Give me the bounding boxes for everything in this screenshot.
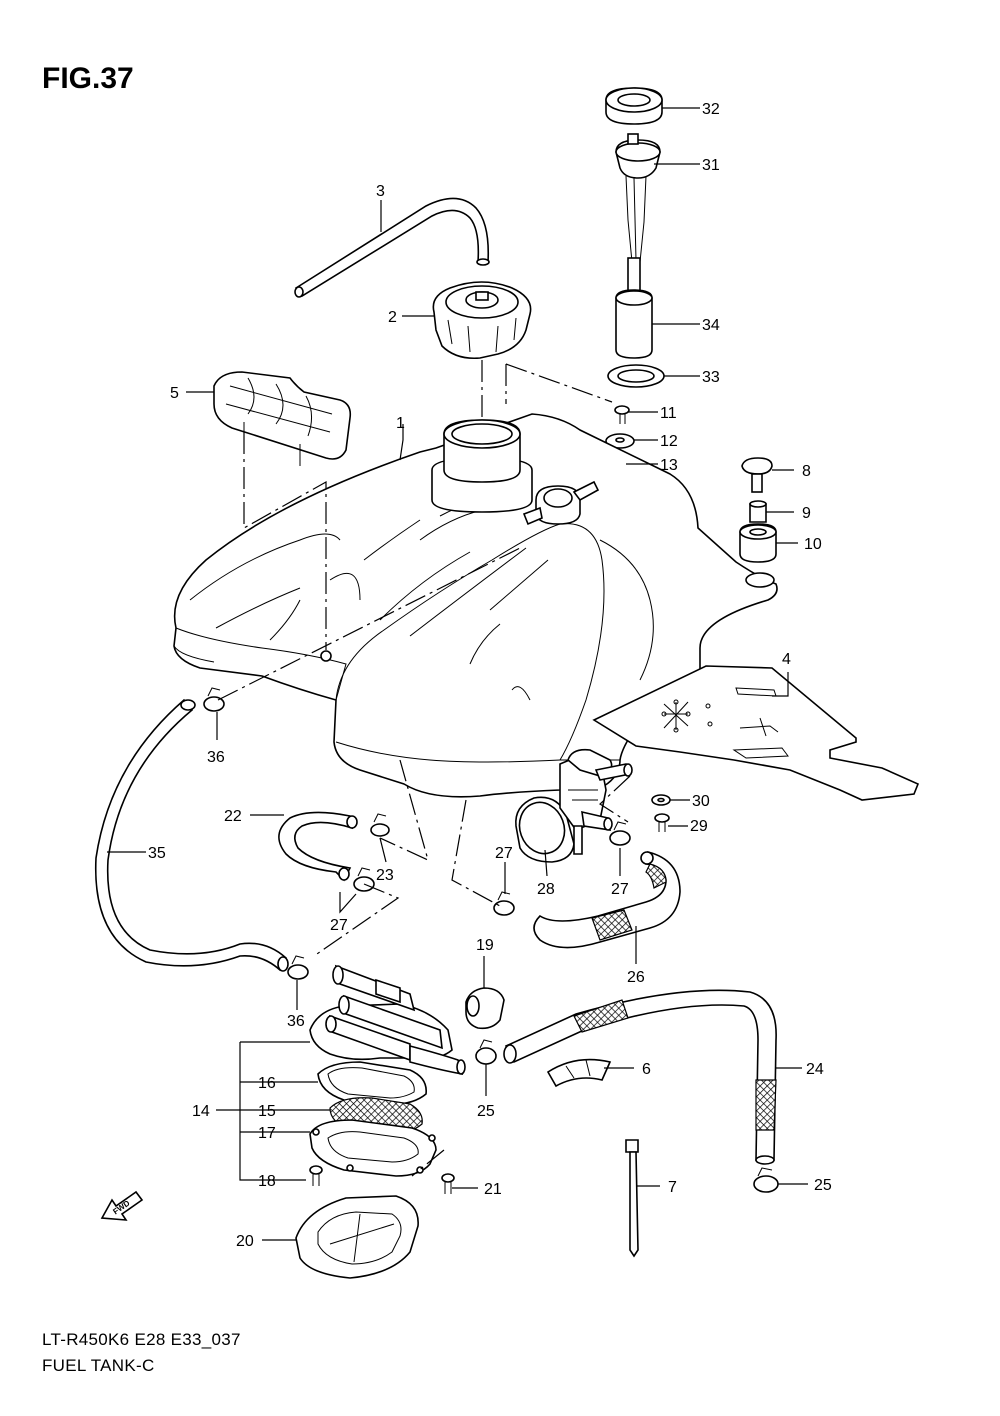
part-9-collar — [749, 500, 767, 523]
callout-29: 29 — [690, 818, 708, 835]
part-26-hose — [533, 851, 681, 949]
part-30-washer — [651, 794, 671, 806]
callout-16: 16 — [258, 1075, 276, 1092]
callout-1: 1 — [396, 415, 405, 432]
part-18-screw — [309, 1165, 323, 1186]
part-7-cable-tie — [625, 1139, 639, 1258]
callout-20: 20 — [236, 1233, 254, 1250]
callout-14: 14 — [192, 1103, 210, 1120]
part-29-screw — [654, 813, 670, 832]
callout-33: 33 — [702, 369, 720, 386]
callout-25-left: 25 — [477, 1103, 495, 1120]
part-27-clamp-left — [353, 867, 375, 892]
leader-lines — [107, 107, 808, 1241]
part-36-clamp-upper — [203, 687, 225, 712]
part-34-float — [615, 289, 653, 359]
callout-18: 18 — [258, 1173, 276, 1190]
part-3-breather-hose — [294, 197, 490, 298]
callout-26: 26 — [627, 969, 645, 986]
part-12-washer — [605, 433, 635, 449]
phantom-lines — [217, 360, 631, 1177]
callout-36-upper: 36 — [207, 749, 225, 766]
callout-27-right: 27 — [611, 881, 629, 898]
callout-3: 3 — [376, 183, 385, 200]
callout-12: 12 — [660, 433, 678, 450]
part-28-fuel-valve — [515, 748, 633, 863]
part-35-hose — [94, 698, 289, 972]
part-32-seal-ring — [605, 87, 663, 125]
callout-21: 21 — [484, 1181, 502, 1198]
part-27-clamp-right — [609, 821, 631, 846]
part-2-fuel-cap — [432, 281, 532, 360]
part-31-fuel-level-sender — [615, 133, 661, 299]
callout-8: 8 — [802, 463, 811, 480]
part-33-gasket — [607, 364, 665, 388]
figure-title: FIG.37 — [42, 62, 134, 95]
callout-15: 15 — [258, 1103, 276, 1120]
callout-4: 4 — [782, 651, 791, 668]
part-27-clamp-mid — [493, 891, 515, 916]
callout-19: 19 — [476, 937, 494, 954]
fwd-arrow-icon — [100, 1190, 144, 1221]
part-10-grommet — [739, 523, 777, 563]
callout-7: 7 — [668, 1179, 677, 1196]
part-24-fuel-hose — [503, 989, 777, 1165]
part-5-pad — [213, 371, 352, 466]
callout-32: 32 — [702, 101, 720, 118]
callout-30: 30 — [692, 793, 710, 810]
part-16-gasket — [317, 1061, 427, 1105]
part-21-screw — [441, 1173, 455, 1194]
callout-6: 6 — [642, 1061, 651, 1078]
callout-labels: 1 2 3 4 5 6 7 8 9 10 11 12 13 14 15 16 1… — [148, 101, 832, 1250]
callout-27-mid: 27 — [495, 845, 513, 862]
part-23-clamp — [370, 813, 390, 837]
callout-10: 10 — [804, 536, 822, 553]
callout-17: 17 — [258, 1125, 276, 1142]
callout-2: 2 — [388, 309, 397, 326]
part-1-fuel-tank — [173, 413, 778, 798]
callout-11: 11 — [660, 405, 677, 422]
callout-31: 31 — [702, 157, 720, 174]
part-22-hose — [278, 811, 358, 882]
part-20-bracket — [295, 1195, 419, 1279]
part-36-clamp-lower — [287, 955, 309, 980]
part-19-cap — [465, 987, 505, 1030]
callout-5: 5 — [170, 385, 179, 402]
callout-35: 35 — [148, 845, 166, 862]
diagram-code: LT-R450K6 E28 E33_037 — [42, 1330, 241, 1349]
part-6-protector — [546, 1058, 612, 1088]
callout-9: 9 — [802, 505, 811, 522]
part-14-fuel-pump — [309, 964, 466, 1076]
callout-13: 13 — [660, 457, 678, 474]
callout-28: 28 — [537, 881, 555, 898]
callout-27-left: 27 — [330, 917, 348, 934]
diagram-name: FUEL TANK-C — [42, 1356, 155, 1375]
part-25-clamp-left — [475, 1039, 497, 1065]
callout-36-lower: 36 — [287, 1013, 305, 1030]
callout-25-right: 25 — [814, 1177, 832, 1194]
callout-23: 23 — [376, 867, 394, 884]
callout-22: 22 — [224, 808, 242, 825]
part-8-bolt — [741, 457, 773, 493]
part-25-clamp-right — [753, 1167, 779, 1193]
callout-34: 34 — [702, 317, 720, 334]
callout-24: 24 — [806, 1061, 824, 1078]
part-17-cover — [309, 1119, 437, 1177]
part-11-screw — [614, 405, 630, 424]
